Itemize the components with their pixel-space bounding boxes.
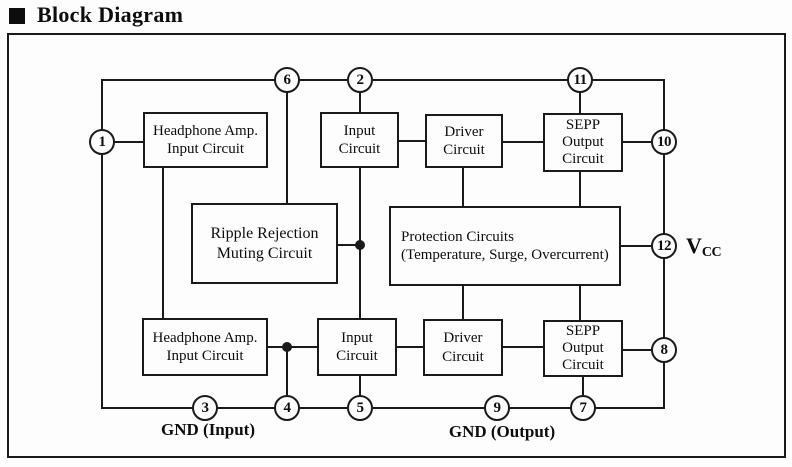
wire-bottom-bus: [101, 407, 665, 409]
wire-headphone-bottom-input-bottom: [267, 346, 318, 348]
block-sepp-output-bottom: SEPP Output Circuit: [543, 320, 623, 377]
section-title: Block Diagram: [9, 2, 183, 28]
wire-driver-top-protection: [462, 167, 464, 207]
block-headphone-amp-input-top: Headphone Amp. Input Circuit: [143, 112, 268, 168]
wire-sepp-top-protection: [579, 171, 581, 207]
pin-5: 5: [347, 395, 373, 421]
square-bullet-icon: [9, 8, 25, 24]
block-input-circuit-bottom: Input Circuit: [317, 318, 397, 376]
junction-dot-input-ripple: [355, 240, 365, 250]
wire-driver-top-sepp-top: [502, 141, 544, 143]
page-title: Block Diagram: [37, 2, 184, 27]
block-driver-circuit-bottom: Driver Circuit: [423, 319, 503, 376]
wire-top-bus: [101, 79, 665, 81]
wire-ripple-junction: [337, 244, 361, 246]
diagram-frame: [7, 33, 786, 458]
wire-sepp-bottom-pin7: [582, 376, 584, 396]
pin-1: 1: [89, 129, 115, 155]
wire-sepp-top-pin10: [622, 141, 652, 143]
wire-pin2-input-top: [359, 92, 361, 113]
block-ripple-rejection-muting: Ripple Rejection Muting Circuit: [191, 203, 338, 284]
wire-protection-sepp-bottom: [579, 285, 581, 321]
gnd-input-label: GND (Input): [161, 420, 255, 439]
block-headphone-amp-input-bottom: Headphone Amp. Input Circuit: [142, 318, 268, 376]
pin-12: 12: [651, 233, 677, 259]
vcc-subscript-text: CC: [701, 245, 722, 260]
block-sepp-output-top: SEPP Output Circuit: [543, 113, 623, 172]
wire-input-top-driver-top: [398, 140, 426, 142]
wire-headphone-top-headphone-bottom: [162, 167, 164, 319]
wire-left-bus: [101, 79, 103, 409]
wire-protection-pin12: [620, 245, 652, 247]
wire-protection-driver-bottom: [462, 285, 464, 320]
gnd-output-label: GND (Output): [448, 422, 556, 441]
pin-9: 9: [484, 395, 510, 421]
wire-junction-pin4: [286, 347, 288, 396]
pin-8: 8: [651, 337, 677, 363]
wire-sepp-bottom-pin8: [622, 349, 652, 351]
pin-6: 6: [274, 67, 300, 93]
wire-driver-bottom-sepp-bottom: [502, 346, 544, 348]
pin-10: 10: [651, 129, 677, 155]
pin-11: 11: [567, 67, 593, 93]
pin-3: 3: [192, 395, 218, 421]
wire-pin6-ripple: [286, 92, 288, 203]
block-input-circuit-top: Input Circuit: [320, 112, 399, 168]
vcc-main-text: V: [686, 233, 702, 258]
pin-2: 2: [347, 67, 373, 93]
junction-dot-headphone-pin4: [282, 342, 292, 352]
pin-4: 4: [274, 395, 300, 421]
block-protection-circuits: Protection Circuits (Temperature, Surge,…: [389, 206, 621, 286]
pin-7: 7: [570, 395, 596, 421]
wire-pin1-headphone-top: [114, 141, 144, 143]
wire-pin11-sepp-top: [579, 92, 581, 114]
block-driver-circuit-top: Driver Circuit: [425, 114, 503, 168]
wire-input-bottom-pin5: [359, 375, 361, 396]
wire-input-bottom-driver-bottom: [396, 346, 424, 348]
